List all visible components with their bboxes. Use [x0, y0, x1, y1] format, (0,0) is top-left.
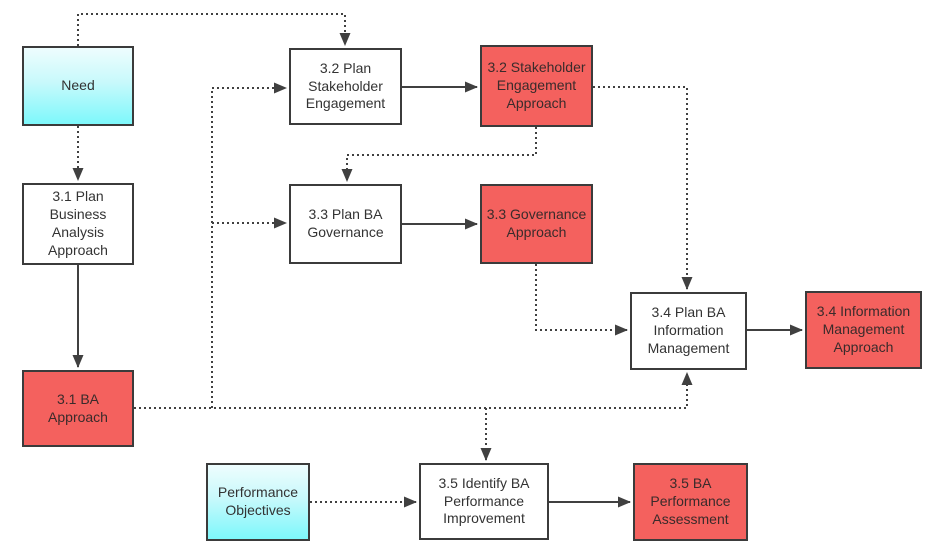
node-plan-ba-information-management: 3.4 Plan BA Information Management — [630, 292, 747, 370]
node-need: Need — [22, 46, 134, 126]
edge-need-to-plan-stakeholder-engagement — [77, 13, 351, 46]
node-ba-approach-label: 3.1 BA Approach — [48, 390, 108, 425]
node-governance-approach: 3.3 Governance Approach — [480, 184, 593, 264]
edge-stakeholder-engagement-approach-to-plan-ba-information-management — [593, 86, 693, 290]
node-identify-ba-performance-improvement: 3.5 Identify BA Performance Improvement — [419, 463, 549, 540]
node-performance-objectives-label: Performance Objectives — [217, 484, 299, 518]
node-stakeholder-engagement-approach: 3.2 Stakeholder Engagement Approach — [480, 45, 593, 127]
node-plan-business-analysis-approach-label: 3.1 Plan Business Analysis Approach — [48, 188, 108, 258]
edge-ba-approach-to-plan-ba-information-management — [134, 372, 693, 409]
node-information-management-approach-label: 3.4 Information Management Approach — [816, 303, 911, 355]
node-need-label: Need — [61, 77, 95, 94]
node-ba-approach: 3.1 BA Approach — [22, 370, 134, 447]
node-plan-stakeholder-engagement-label: 3.2 Plan Stakeholder Engagement — [305, 59, 386, 112]
node-identify-ba-performance-improvement-label: 3.5 Identify BA Performance Improvement — [438, 474, 530, 527]
node-plan-business-analysis-approach: 3.1 Plan Business Analysis Approach — [22, 183, 134, 265]
node-stakeholder-engagement-approach-label: 3.2 Stakeholder Engagement Approach — [487, 59, 586, 111]
node-plan-ba-governance-label: 3.3 Plan BA Governance — [307, 206, 384, 240]
node-plan-ba-governance: 3.3 Plan BA Governance — [289, 184, 402, 264]
node-governance-approach-label: 3.3 Governance Approach — [486, 206, 587, 240]
edge-ba-approach-to-plan-stakeholder-engagement — [211, 82, 287, 408]
node-plan-ba-information-management-label: 3.4 Plan BA Information Management — [647, 304, 730, 356]
node-performance-objectives: Performance Objectives — [206, 463, 310, 541]
node-ba-performance-assessment: 3.5 BA Performance Assessment — [633, 463, 748, 541]
edge-governance-approach-to-plan-ba-information-management — [535, 264, 628, 336]
node-ba-performance-assessment-label: 3.5 BA Performance Assessment — [650, 475, 731, 527]
node-plan-stakeholder-engagement: 3.2 Plan Stakeholder Engagement — [289, 48, 402, 125]
edge-stakeholder-engagement-approach-to-plan-ba-governance — [341, 127, 537, 182]
node-information-management-approach: 3.4 Information Management Approach — [805, 291, 922, 369]
